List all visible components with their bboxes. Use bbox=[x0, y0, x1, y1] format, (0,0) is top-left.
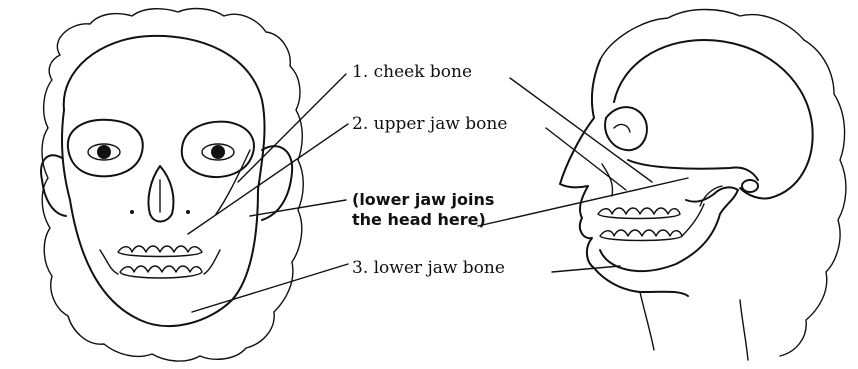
side-skull-view bbox=[560, 10, 846, 361]
side-eye bbox=[614, 125, 630, 132]
front-right-ear bbox=[262, 146, 292, 220]
front-skull-view bbox=[41, 9, 303, 362]
side-upper-teeth bbox=[598, 208, 680, 219]
leader-lower-jaw-front bbox=[192, 264, 348, 312]
front-nostril-dot-right bbox=[186, 210, 190, 214]
front-upper-teeth bbox=[118, 246, 202, 257]
front-face-outline bbox=[70, 190, 258, 326]
side-neck-front bbox=[640, 292, 654, 350]
side-cheek-bone bbox=[628, 160, 758, 180]
front-head-outline bbox=[42, 9, 303, 362]
front-nostril-dot-left bbox=[130, 210, 134, 214]
label-upper-jaw-bone: 2. upper jaw bone bbox=[352, 114, 507, 134]
label-lower-jaw-bone: 3. lower jaw bone bbox=[352, 258, 505, 278]
front-mouth-left bbox=[100, 250, 118, 274]
side-head-outline bbox=[600, 10, 846, 357]
front-lower-teeth bbox=[120, 266, 202, 278]
label-joint-line-2: the head here) bbox=[352, 210, 486, 229]
front-cranium bbox=[64, 36, 265, 190]
side-eye-socket bbox=[605, 107, 647, 150]
side-ear-hole bbox=[742, 180, 758, 192]
side-nasal-line bbox=[602, 164, 613, 196]
side-lower-teeth bbox=[600, 230, 682, 241]
front-right-pupil bbox=[211, 145, 225, 159]
leader-lower-jaw-side bbox=[552, 266, 620, 272]
label-joint-line-1: (lower jaw joins bbox=[352, 190, 494, 209]
leader-upper-jaw-side bbox=[546, 128, 626, 190]
side-jaw-joint-curve bbox=[682, 204, 704, 236]
leader-cheek-side bbox=[510, 78, 652, 182]
leader-joins-front bbox=[250, 200, 346, 216]
front-left-pupil bbox=[97, 145, 111, 159]
front-nose-cavity bbox=[148, 166, 173, 222]
side-neck-back bbox=[740, 300, 748, 360]
front-mouth-right bbox=[204, 250, 220, 274]
side-face-profile bbox=[560, 60, 688, 296]
side-cranium bbox=[614, 40, 813, 199]
side-lower-jaw bbox=[600, 187, 738, 271]
label-cheek-bone: 1. cheek bone bbox=[352, 62, 472, 82]
